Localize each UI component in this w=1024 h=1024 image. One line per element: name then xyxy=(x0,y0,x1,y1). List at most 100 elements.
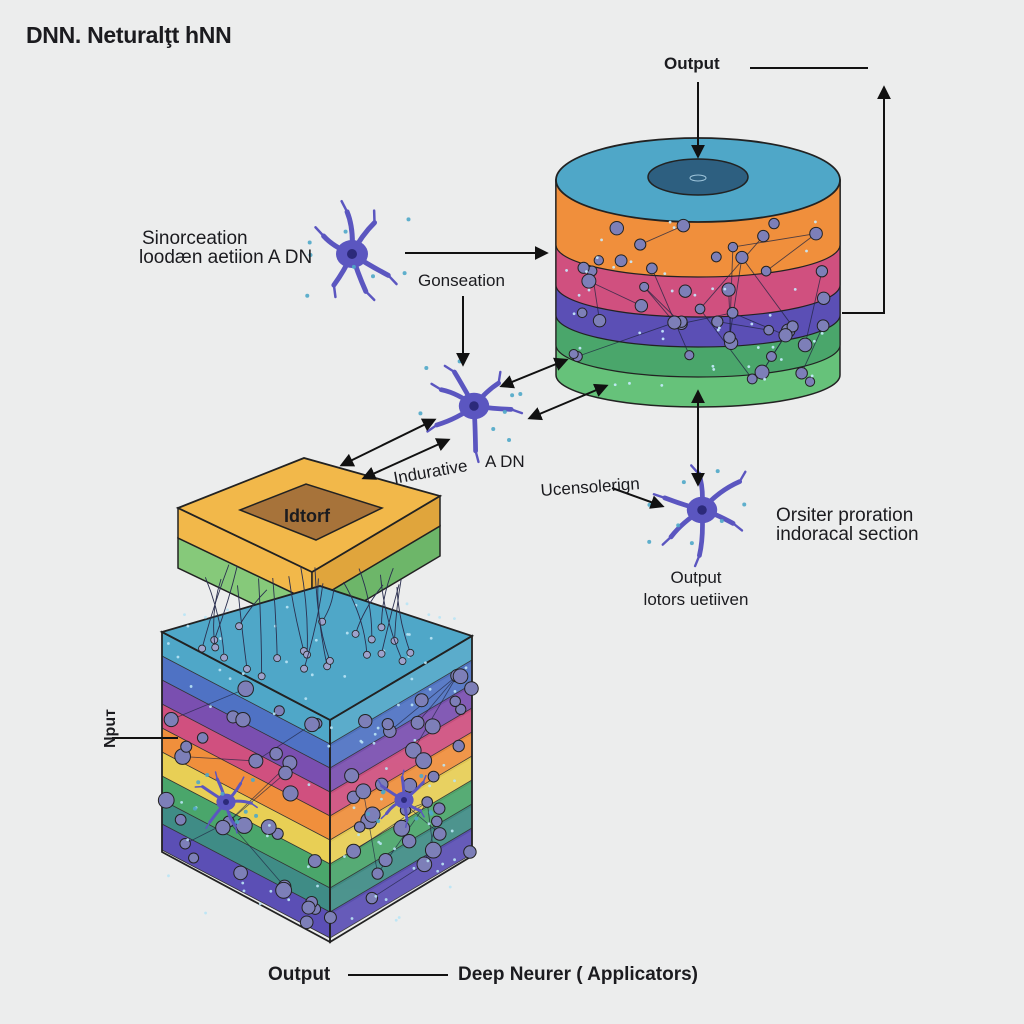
sparkle-dot xyxy=(330,726,333,730)
cylinder-node xyxy=(735,250,749,265)
cube-node xyxy=(381,717,394,731)
cylinder-edge xyxy=(804,271,823,346)
sparkle-dot xyxy=(587,288,591,292)
cube-node xyxy=(323,911,337,924)
cube-node xyxy=(248,753,264,769)
sparkle-dot xyxy=(209,705,212,709)
sparkle-dot xyxy=(638,331,642,335)
cube-node xyxy=(424,841,442,859)
neuron-nucleus xyxy=(697,505,707,515)
orsiter-subtitle: indoracal section xyxy=(776,524,919,545)
fiber xyxy=(258,578,263,677)
cube-node xyxy=(401,833,417,849)
cube-node xyxy=(432,827,447,841)
cylinder-edge xyxy=(651,268,690,356)
sparkle-dot xyxy=(572,312,576,316)
neuron-dendrite xyxy=(380,812,388,820)
sparkle-dot xyxy=(351,264,356,269)
cube-edge xyxy=(255,724,313,762)
neuron-nucleus xyxy=(401,797,407,803)
cube-node xyxy=(433,802,446,815)
neuron-right xyxy=(647,464,747,568)
cylinder-node xyxy=(766,351,777,362)
cylinder-node xyxy=(593,255,604,266)
sparkle-dot xyxy=(668,220,672,224)
sparkle-dot xyxy=(307,783,311,787)
cylinder-node xyxy=(726,306,739,319)
sparkle-dot xyxy=(424,365,429,370)
neuron-dendrite xyxy=(652,493,666,500)
sparkle-dot xyxy=(629,260,633,264)
sparkle-dot xyxy=(518,392,523,397)
cube-node xyxy=(275,881,293,899)
cylinder-node xyxy=(727,241,739,253)
cube-node xyxy=(237,680,254,697)
layer-cube xyxy=(157,564,479,944)
cube-node xyxy=(196,732,209,744)
sparkle-dot xyxy=(235,820,240,825)
sparkle-dot xyxy=(393,847,396,851)
sparkle-dot xyxy=(426,859,430,863)
neuron-dendrite xyxy=(340,199,349,214)
cylinder-edge xyxy=(741,257,793,327)
neuron-dendrite xyxy=(509,408,524,415)
sparkle-dot xyxy=(192,806,197,811)
fiber-node xyxy=(220,653,228,662)
sparkle-dot xyxy=(689,541,694,546)
cylinder-edge xyxy=(729,257,743,338)
fiber xyxy=(343,581,368,655)
fiber xyxy=(213,566,238,641)
sparkle-dot xyxy=(805,249,808,253)
sparkle-dot xyxy=(453,858,456,862)
sparkle-dot xyxy=(345,631,349,635)
neuron-dendrite xyxy=(404,819,408,829)
fiber-node xyxy=(377,649,386,658)
sparkle-dot xyxy=(350,917,354,920)
neuron-dendrite xyxy=(731,522,744,532)
neuron-dendrite xyxy=(377,778,383,787)
sparkle-dot xyxy=(406,217,411,222)
sparkle-dot xyxy=(166,642,170,645)
sparkle-dot xyxy=(723,287,727,291)
sparkle-dot xyxy=(410,677,414,681)
neuron-dendrite xyxy=(332,283,337,299)
sparkle-dot xyxy=(357,833,360,837)
cube-node xyxy=(269,746,283,761)
sparkle-dot xyxy=(218,668,222,672)
fiber xyxy=(394,579,402,641)
input-label: Npuт xyxy=(102,709,119,748)
sparkle-dot xyxy=(241,672,245,676)
idtorf-label: Idtorf xyxy=(284,506,330,526)
cube-node xyxy=(233,865,248,881)
sparkle-dot xyxy=(316,884,319,888)
neuron-dendrite xyxy=(661,535,673,546)
neuron-nucleus xyxy=(347,249,357,259)
cube-node xyxy=(163,712,179,728)
cube-node xyxy=(464,681,479,696)
sparkle-dot xyxy=(578,346,582,350)
sparkle-dot xyxy=(205,772,210,777)
fiber xyxy=(300,565,308,655)
sparkle-dot xyxy=(814,220,817,224)
sparkle-dot xyxy=(254,813,259,818)
cylinder-edge xyxy=(801,325,824,374)
cube-node xyxy=(421,796,434,808)
fiber-node xyxy=(367,635,376,644)
cylinder-node xyxy=(815,265,829,278)
sparkle-dot xyxy=(228,677,232,680)
sparkle-dot xyxy=(711,287,715,291)
neuron-dendrite xyxy=(250,802,258,809)
sparkle-dot xyxy=(186,838,190,842)
sparkle-dot xyxy=(779,358,783,361)
sparkle-dot xyxy=(310,673,314,677)
cube-node xyxy=(410,715,425,730)
cube-node xyxy=(215,819,231,836)
cube-node xyxy=(260,819,277,836)
cube-side-band xyxy=(330,659,472,771)
cylinder-edge xyxy=(717,321,769,331)
neuron-group xyxy=(192,199,747,834)
ucensolerign-arrow xyxy=(611,487,665,509)
cylinder-node xyxy=(723,331,736,344)
cube-node xyxy=(355,783,372,800)
cylinder-node xyxy=(804,376,816,387)
